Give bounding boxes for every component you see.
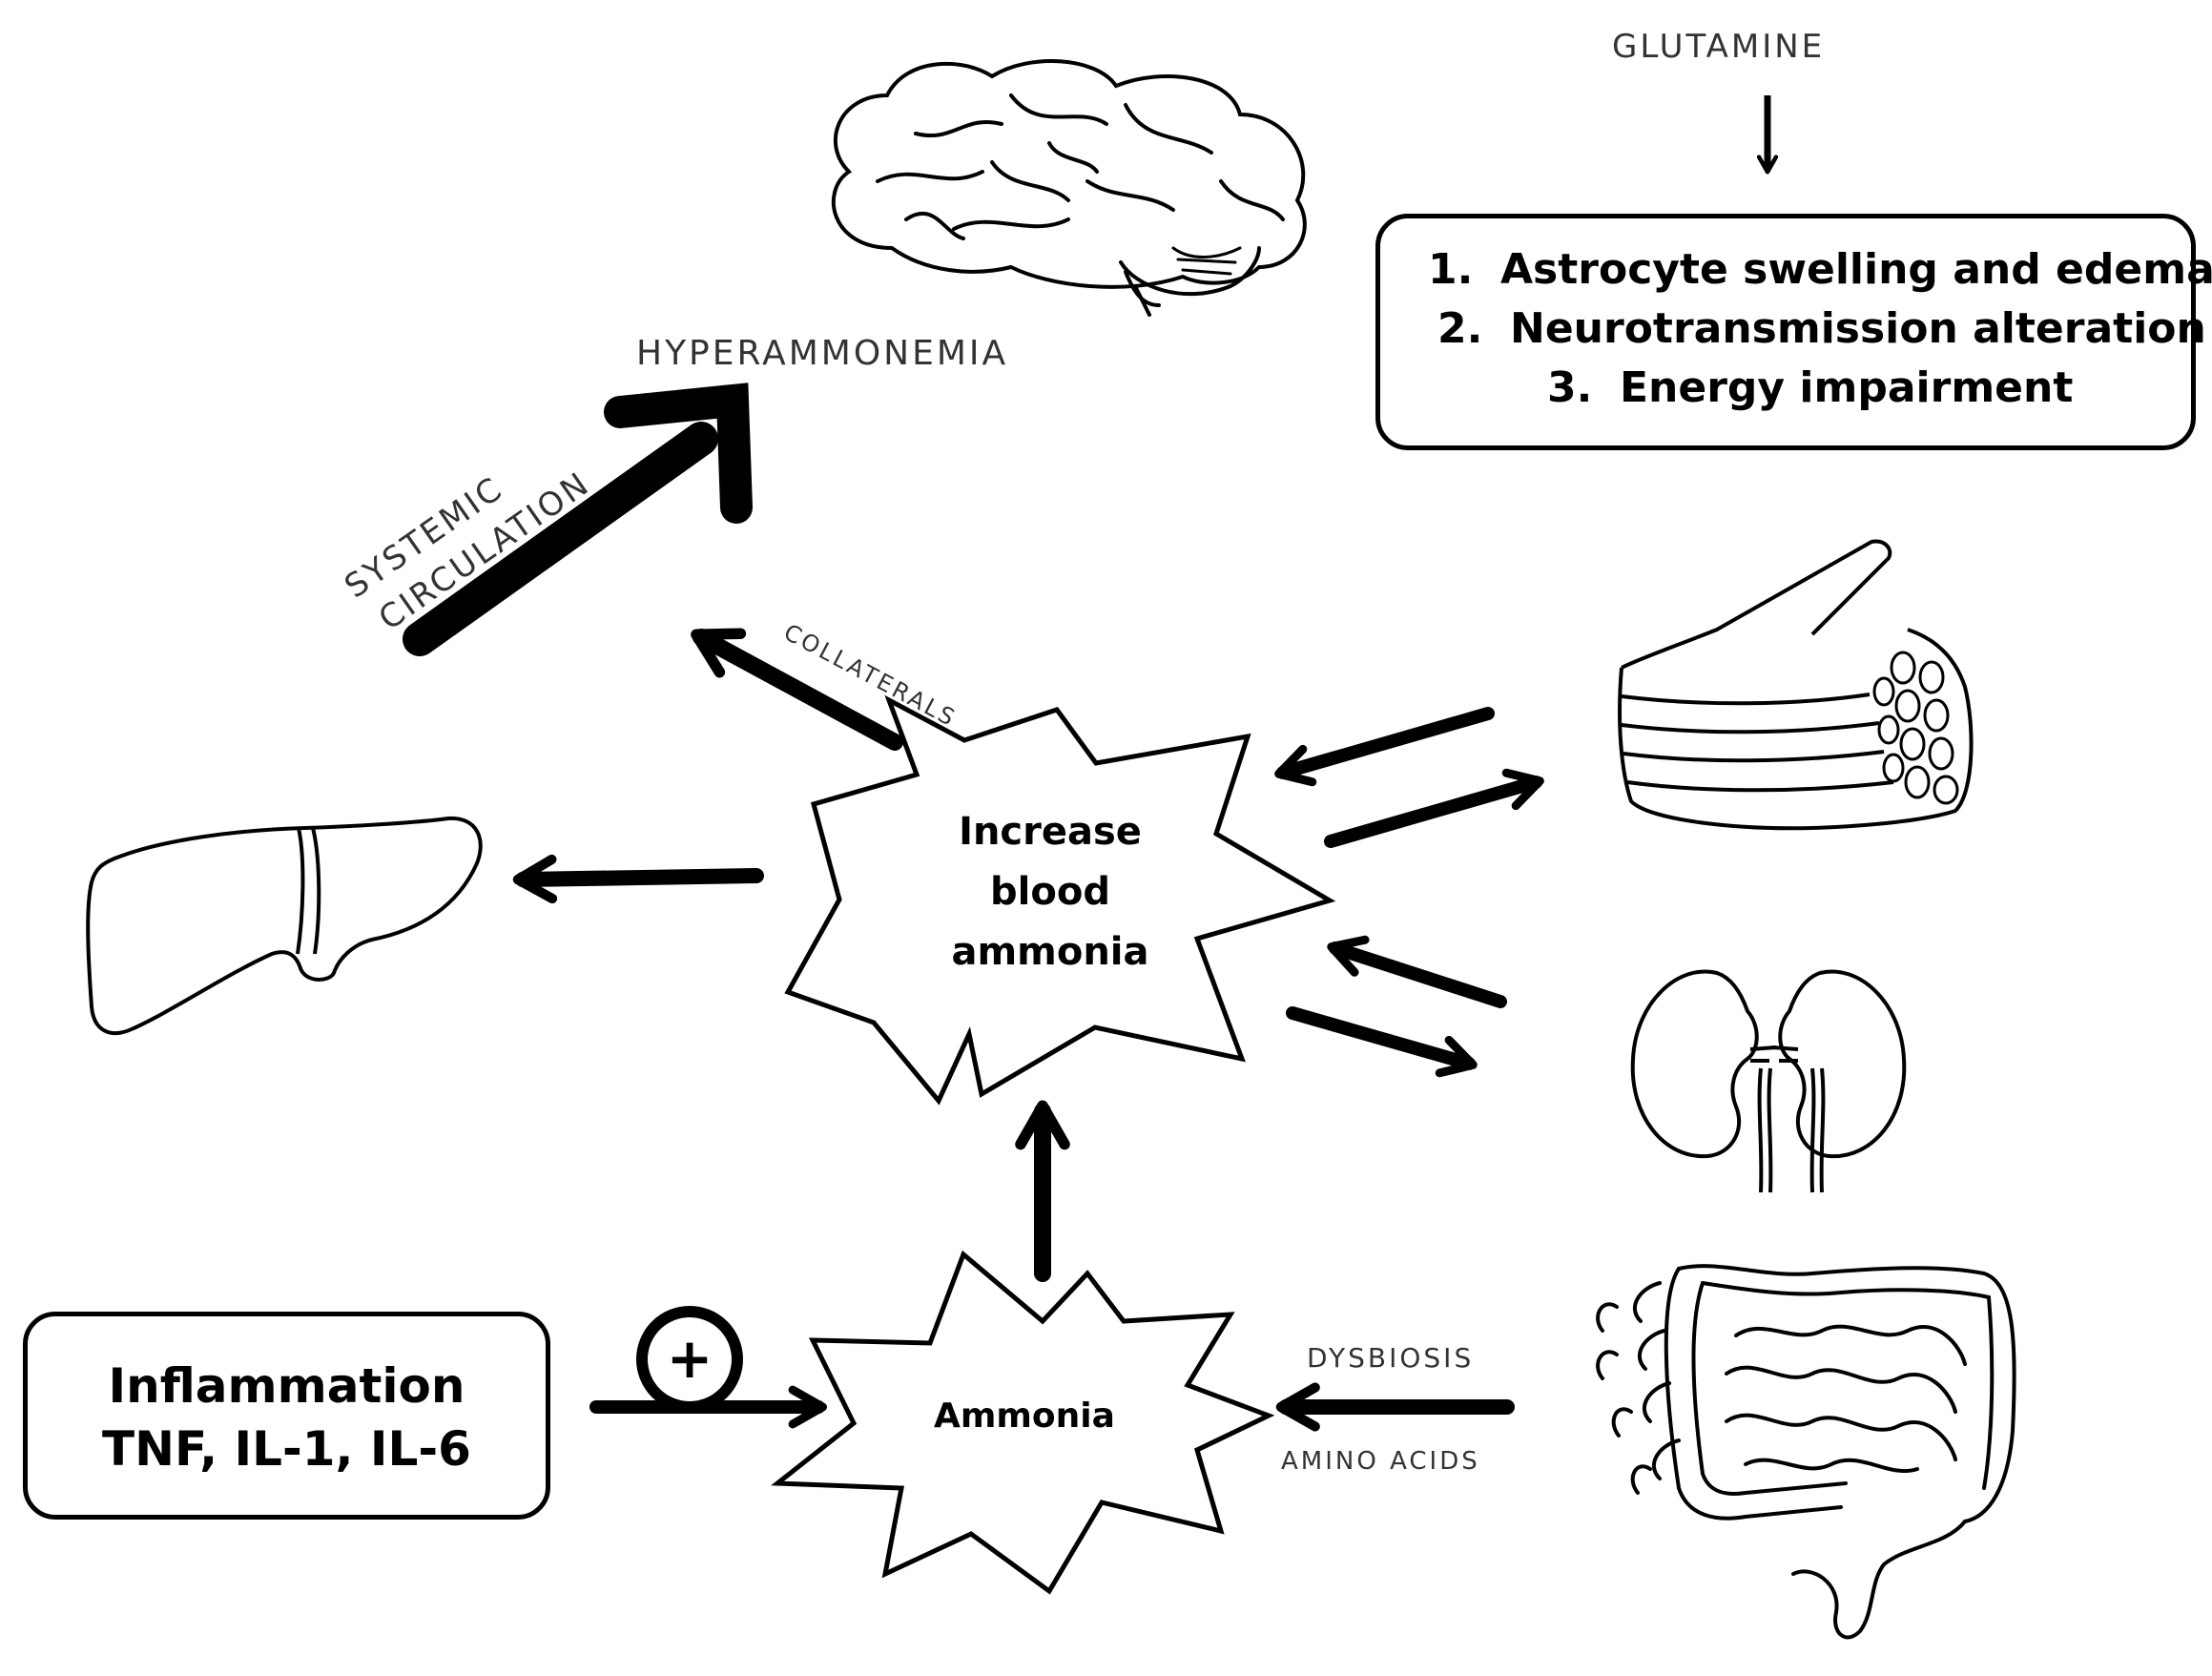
kidney-to-ammonia-arrow bbox=[1327, 935, 1507, 1008]
plus-sign: + bbox=[667, 1326, 713, 1391]
plus-circle bbox=[636, 1306, 743, 1413]
ammonia-node bbox=[771, 1250, 1275, 1595]
systemic-circulation-arrowhead bbox=[604, 383, 753, 524]
center-node-line3: ammonia bbox=[951, 930, 1148, 974]
liver-icon bbox=[86, 816, 483, 1035]
dysbiosis-label: DYSBIOSIS bbox=[1307, 1342, 1474, 1374]
muscle-icon bbox=[1618, 539, 1974, 831]
effect-text: Astrocyte swelling and edema bbox=[1500, 245, 2212, 294]
muscle-to-ammonia-arrow bbox=[1274, 707, 1495, 787]
ammonia-to-muscle-arrow bbox=[1324, 768, 1544, 848]
effect-item-1: 1. Astrocyte swelling and edema bbox=[1428, 245, 2212, 294]
ammonia-to-kidney-arrow bbox=[1286, 1006, 1478, 1078]
liver-arrow bbox=[512, 854, 764, 904]
inflammation-cytokines: TNF, IL-1, IL-6 bbox=[102, 1421, 471, 1477]
effect-text: Neurotransmission alteration bbox=[1510, 304, 2206, 353]
effect-item-3: 3. Energy impairment bbox=[1547, 363, 2073, 412]
effect-number: 1. bbox=[1428, 245, 1474, 294]
hyperammonemia-label: HYPERAMMONEMIA bbox=[636, 334, 1008, 373]
ammonia-node-label: Ammonia bbox=[934, 1397, 1115, 1436]
inflammation-title: Inflammation bbox=[108, 1358, 465, 1414]
intestine-icon bbox=[1596, 1264, 2016, 1640]
effect-item-2: 2. Neurotransmission alteration bbox=[1437, 304, 2206, 353]
effect-number: 3. bbox=[1547, 363, 1593, 412]
amino-acids-label: AMINO ACIDS bbox=[1281, 1447, 1480, 1476]
increase-blood-ammonia-node bbox=[784, 694, 1336, 1106]
inflammation-box: Inflammation TNF, IL-1, IL-6 bbox=[23, 1312, 550, 1520]
brain-icon bbox=[831, 59, 1307, 317]
effect-number: 2. bbox=[1437, 304, 1483, 353]
glutamine-label: GLUTAMINE bbox=[1612, 28, 1825, 66]
systemic-circulation-arrow bbox=[403, 422, 718, 656]
collaterals-arrow bbox=[691, 628, 903, 751]
kidneys-icon bbox=[1630, 969, 1907, 1193]
collaterals-label: COLLATERALS bbox=[779, 619, 961, 733]
effect-text: Energy impairment bbox=[1620, 363, 2074, 412]
center-node-line2: blood bbox=[990, 870, 1110, 914]
center-node-line1: Increase bbox=[959, 810, 1142, 854]
effects-box: 1. Astrocyte swelling and edema 2. Neurotr… bbox=[1375, 214, 2212, 450]
